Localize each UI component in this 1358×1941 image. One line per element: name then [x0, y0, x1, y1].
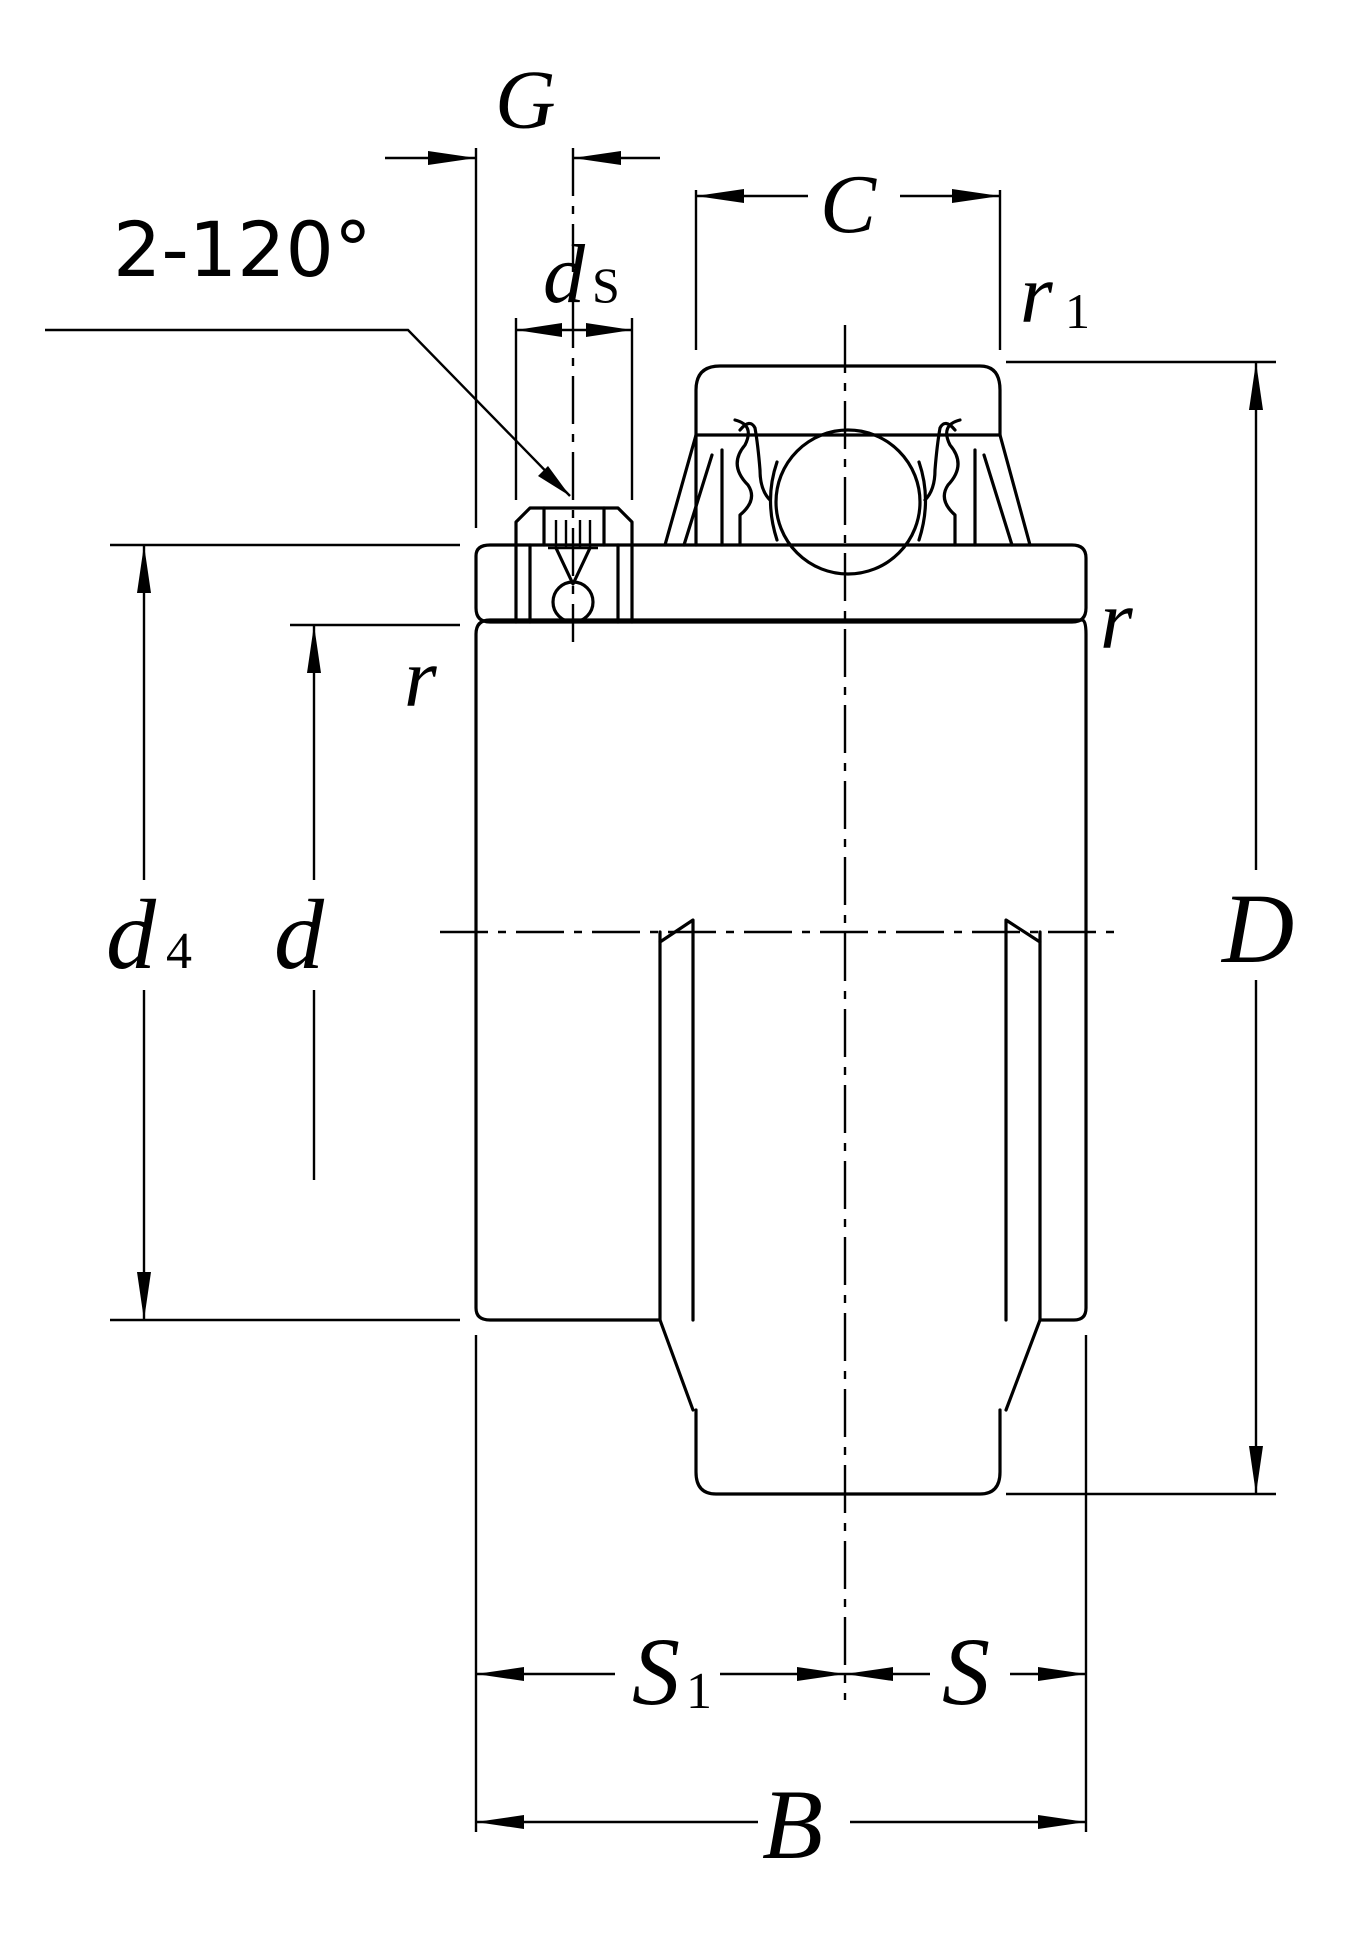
ball-cage-right: [917, 460, 928, 542]
seal-left: [663, 418, 754, 547]
dim-B-arrow-left: [476, 1815, 524, 1829]
label-d4-subscript: 4: [166, 923, 192, 980]
dim-D-arrow-bottom: [1249, 1446, 1263, 1494]
label-d4: d: [106, 879, 157, 990]
setscrew-cone: [554, 546, 592, 586]
label-S1-subscript: 1: [686, 1663, 712, 1720]
seal-right: [942, 418, 1032, 547]
label-C: C: [820, 158, 877, 251]
dim-G-arrow-right: [573, 151, 621, 165]
dim-S1-arrow-right: [797, 1667, 845, 1681]
setscrew-hex: [514, 506, 634, 624]
bore-chamfer-left: [658, 918, 695, 1322]
dim-d4-arrow-bottom: [137, 1272, 151, 1320]
dim-S-arrow-left: [845, 1667, 893, 1681]
dim-D-arrow-top: [1249, 362, 1263, 410]
note-2-120: 2-120°: [113, 205, 372, 294]
dim-C-arrow-left: [696, 189, 744, 203]
dim-d-arrow-top: [307, 625, 321, 673]
label-d: d: [274, 879, 325, 990]
outer-ring-top: [694, 364, 1002, 547]
dim-d4-arrow-top: [137, 545, 151, 593]
seal-lip-right: [923, 421, 957, 502]
label-r-right: r: [1100, 574, 1133, 667]
bore-chamfer-right: [1004, 918, 1042, 1322]
label-r1: r: [1020, 248, 1053, 341]
dim-C-arrow-right: [952, 189, 1000, 203]
inner-ring-collar: [474, 543, 1088, 624]
ball-cage-left: [768, 460, 779, 542]
note-leader-arrow: [538, 466, 570, 496]
label-ds-subscript: S: [592, 257, 620, 313]
label-r1-subscript: 1: [1065, 283, 1090, 339]
label-B: B: [762, 1769, 823, 1880]
seal-lip-left: [738, 421, 772, 502]
dim-B-arrow-right: [1038, 1815, 1086, 1829]
dim-S-arrow-right: [1038, 1667, 1086, 1681]
dim-S1-arrow-left: [476, 1667, 524, 1681]
setscrew-threads: [548, 520, 598, 550]
ball: [774, 428, 922, 576]
label-D: D: [1220, 873, 1294, 984]
label-ds: d: [543, 228, 586, 321]
label-S: S: [942, 1618, 990, 1725]
dim-G-arrow-left: [428, 151, 476, 165]
setscrew-ball: [551, 580, 595, 624]
label-G: G: [495, 54, 556, 147]
label-r-left: r: [404, 632, 437, 725]
note-leader: [45, 328, 571, 497]
dim-ds-arrow-left: [516, 323, 562, 337]
outer-ring-bottom: [694, 1408, 1002, 1496]
dim-ds-arrow-right: [586, 323, 632, 337]
inner-ring-outline: [474, 618, 1088, 1412]
setscrew-body: [514, 506, 634, 547]
label-S1: S: [632, 1618, 680, 1725]
